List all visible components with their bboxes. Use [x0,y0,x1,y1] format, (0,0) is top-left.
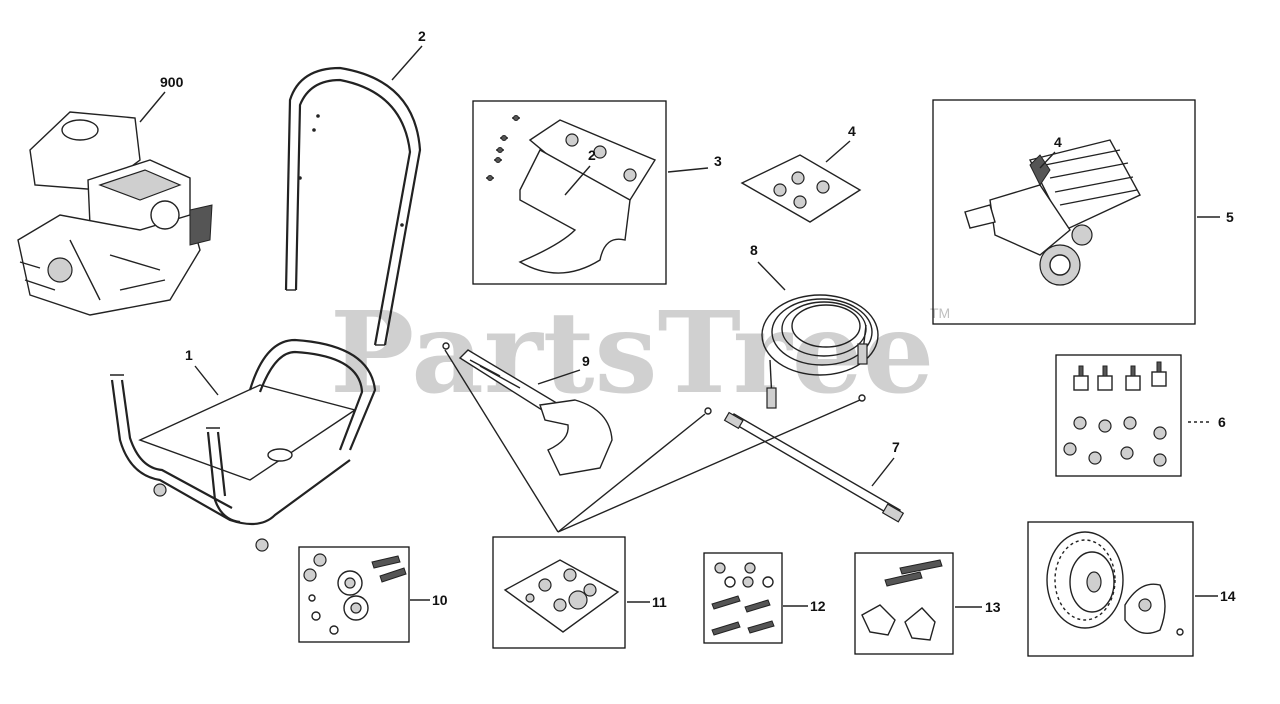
part-hose[interactable] [761,294,879,409]
box-axle-kit [298,546,410,643]
box-pump [932,99,1196,325]
watermark-tm: TM [930,305,950,321]
part-spray-wand[interactable] [704,407,905,523]
part-spray-gun[interactable] [442,342,613,476]
callout-12: 12 [810,598,826,614]
callout-14: 14 [1220,588,1236,604]
part-frame[interactable] [110,338,377,552]
box-wheel-kit [1027,521,1194,657]
callout-8: 8 [750,242,758,258]
box-frame-hardware [703,552,783,644]
callout-10: 10 [432,592,448,608]
part-axle-kit[interactable] [303,553,407,635]
callout-4-pump: 4 [1054,134,1062,150]
part-oring-kit[interactable] [503,559,620,633]
callout-13: 13 [985,599,1001,615]
callout-11: 11 [652,594,667,610]
part-pump-hardware[interactable] [740,154,862,223]
callout-6: 6 [1218,414,1226,430]
callout-9: 9 [582,353,590,369]
callout-1: 1 [185,347,193,363]
callout-4-hardware: 4 [848,123,856,139]
callout-2-handle: 2 [418,28,426,44]
watermark-text: PartsTree [330,288,934,419]
box-handle-kit [472,100,667,285]
callout-3: 3 [714,153,722,169]
part-handle-bracket[interactable] [486,115,657,274]
oring-leaders [444,349,861,533]
callout-5: 5 [1226,209,1234,225]
part-vibration-kit[interactable] [1063,361,1167,467]
part-engine[interactable] [17,111,213,316]
box-vibration-kit [1055,354,1182,477]
part-handle[interactable] [284,66,422,346]
box-oring-kit [492,536,626,649]
callout-2-kit: 2 [588,147,596,163]
box-foot-kit [854,552,954,655]
part-foot-kit[interactable] [861,559,943,641]
part-frame-hardware[interactable] [711,562,775,636]
watermark: PartsTree TM [330,288,950,419]
part-wheel-kit[interactable] [1046,531,1184,636]
callout-900: 900 [160,74,184,90]
callout-7: 7 [892,439,900,455]
part-pump[interactable] [964,139,1141,286]
